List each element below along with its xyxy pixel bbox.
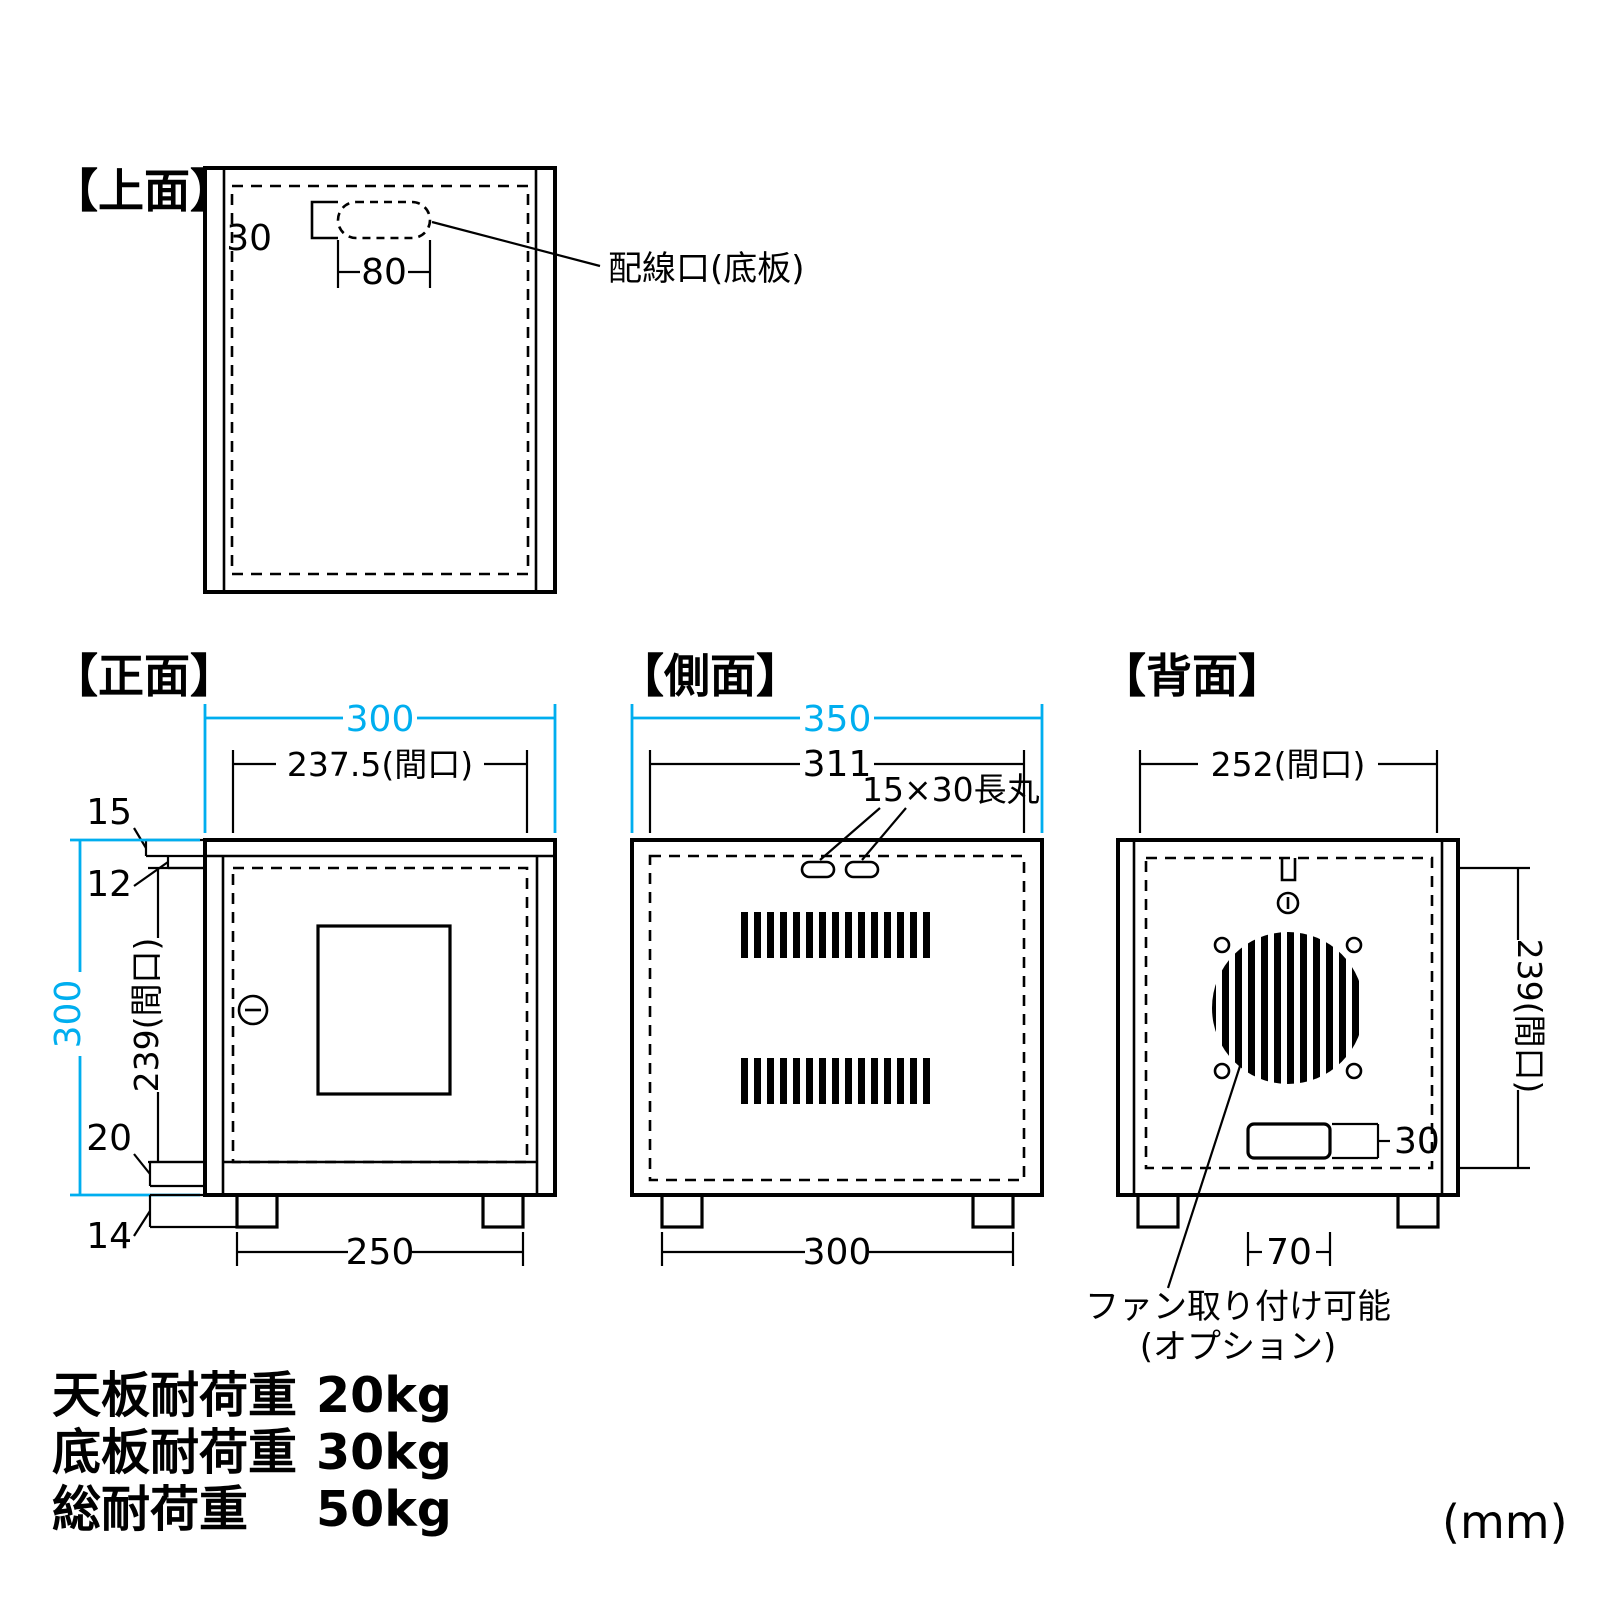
fan-screw-hole-br bbox=[1345, 1062, 1363, 1080]
back-dim-30: 30 bbox=[1332, 1121, 1440, 1162]
spec-total-value: 50kg bbox=[316, 1481, 452, 1538]
front-dim-20-label: 20 bbox=[86, 1118, 132, 1159]
side-cabinet-outline bbox=[630, 838, 1044, 1197]
hanging-slot bbox=[1280, 858, 1297, 882]
side-dim-300-label: 300 bbox=[803, 1232, 872, 1273]
cable-hole-callout: 配線口(底板) bbox=[431, 220, 805, 289]
fan-note-line2: (オプション) bbox=[1140, 1327, 1337, 1367]
back-dim-height-inner: 239(間口) bbox=[1458, 866, 1549, 1170]
side-dim-depth-overall: 350 bbox=[630, 699, 1044, 833]
front-dim-300h-label: 300 bbox=[48, 980, 89, 1049]
cable-hole-label: 配線口(底板) bbox=[608, 249, 805, 289]
top-view-cabinet-outline bbox=[203, 166, 557, 594]
top-dim-80-label: 80 bbox=[361, 252, 407, 293]
spec-bottom-plate-label: 底板耐荷重 bbox=[52, 1424, 297, 1481]
front-dim-14-label: 14 bbox=[86, 1216, 132, 1257]
front-dim-15-label: 15 bbox=[86, 792, 132, 833]
spec-top-plate-value: 20kg bbox=[316, 1367, 452, 1424]
back-dim-width-inner: 252(間口) bbox=[1138, 745, 1439, 833]
top-view-dim-80: 80 bbox=[336, 240, 432, 293]
front-dim-239-label: 239(間口) bbox=[127, 938, 166, 1093]
back-feet bbox=[1136, 1193, 1440, 1229]
front-view: 【正面】 300 237.5(間口) bbox=[48, 649, 557, 1273]
spec-total-label: 総耐荷重 bbox=[52, 1481, 248, 1538]
front-dim-height-overall: 300 bbox=[48, 838, 200, 1197]
front-dim-width-inner: 237.5(間口) bbox=[231, 745, 529, 833]
fan-screw-hole-tl bbox=[1213, 936, 1231, 954]
back-screw bbox=[1276, 891, 1300, 915]
slot-size-label: 15×30長丸 bbox=[862, 770, 1040, 809]
front-dim-height-inner: 239(間口) bbox=[127, 866, 204, 1164]
side-dim-350-label: 350 bbox=[803, 699, 872, 740]
front-dim-250-label: 250 bbox=[346, 1232, 415, 1273]
vent-slots-upper bbox=[740, 912, 936, 958]
fan-note-line1: ファン取り付け可能 bbox=[1085, 1287, 1391, 1327]
back-dim-30-label: 30 bbox=[1394, 1121, 1440, 1162]
top-dim-30-label: 30 bbox=[226, 218, 272, 259]
slot-callout: 15×30長丸 bbox=[819, 770, 1040, 861]
back-view: 【背面】 252(間口) bbox=[1085, 649, 1549, 1367]
front-dim-15: 15 bbox=[86, 792, 204, 858]
front-dim-width-overall: 300 bbox=[203, 699, 557, 833]
fan-screw-hole-tr bbox=[1345, 936, 1363, 954]
back-cabinet-outline bbox=[1116, 838, 1460, 1197]
front-dim-foot-span: 250 bbox=[235, 1232, 525, 1273]
back-dim-239-label: 239(間口) bbox=[1510, 939, 1549, 1094]
front-cabinet-outline bbox=[203, 838, 557, 1197]
front-dim-12: 12 bbox=[86, 856, 204, 905]
side-dim-foot-span: 300 bbox=[660, 1232, 1015, 1273]
fan-screw-hole-bl bbox=[1213, 1062, 1231, 1080]
fan-grille bbox=[1212, 932, 1364, 1084]
front-door-dashed bbox=[231, 866, 529, 1164]
back-dim-252-label: 252(間口) bbox=[1211, 745, 1366, 784]
top-view-title: 【上面】 bbox=[52, 164, 236, 218]
oblong-slots bbox=[800, 860, 880, 879]
front-dim-237-label: 237.5(間口) bbox=[287, 745, 473, 784]
cable-hole-top-view bbox=[336, 200, 432, 240]
front-dim-20: 20 bbox=[86, 1118, 204, 1188]
door-window bbox=[316, 924, 452, 1096]
back-view-title: 【背面】 bbox=[1100, 649, 1284, 703]
top-view-dim-30: 30 bbox=[226, 200, 338, 259]
front-feet bbox=[235, 1193, 525, 1229]
front-dim-12-label: 12 bbox=[86, 864, 132, 905]
front-view-title: 【正面】 bbox=[52, 649, 236, 703]
side-view: 【側面】 350 311 15×30長丸 bbox=[618, 649, 1044, 1273]
oblong-slot-right bbox=[844, 860, 880, 879]
cable-hole-back bbox=[1246, 1122, 1332, 1160]
back-dim-70: 70 bbox=[1246, 1232, 1332, 1273]
fan-option-note: ファン取り付け可能 (オプション) bbox=[1085, 1065, 1391, 1367]
spec-top-plate-label: 天板耐荷重 bbox=[52, 1367, 297, 1424]
vent-slots-lower bbox=[740, 1058, 936, 1104]
spec-bottom-plate-value: 30kg bbox=[316, 1424, 452, 1481]
back-dim-70-label: 70 bbox=[1266, 1232, 1312, 1273]
side-feet bbox=[660, 1193, 1015, 1229]
top-view: 【上面】 30 80 配線口(底板) bbox=[52, 164, 805, 594]
front-dim-300w-label: 300 bbox=[346, 699, 415, 740]
front-dim-14: 14 bbox=[86, 1193, 237, 1257]
load-specs: 天板耐荷重 20kg 底板耐荷重 30kg 総耐荷重 50kg bbox=[52, 1367, 452, 1538]
units-note: (mm) bbox=[1442, 1495, 1568, 1549]
door-lock bbox=[237, 994, 269, 1026]
side-view-title: 【側面】 bbox=[618, 649, 802, 703]
side-dim-311-label: 311 bbox=[803, 744, 872, 785]
oblong-slot-left bbox=[800, 860, 836, 879]
side-dim-depth-inner: 311 bbox=[648, 744, 1026, 833]
